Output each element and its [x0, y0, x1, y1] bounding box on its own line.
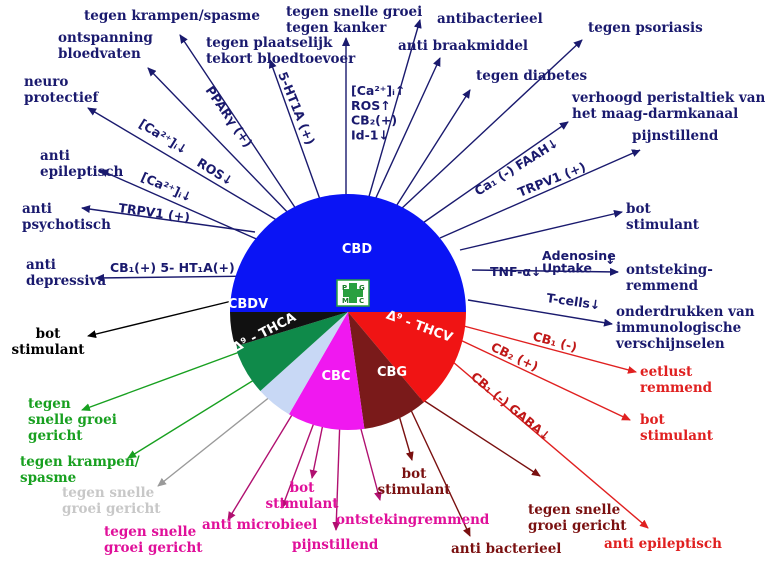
effect-cbc-inflammation: ontstekingremmend — [336, 512, 490, 528]
arrow-cbd-cramps — [179, 34, 301, 216]
mech-trpv1-left: TRPV1 (+) — [118, 200, 191, 225]
arrow-cbd-antibact — [367, 19, 422, 201]
arrow-cbd-diabetes — [394, 89, 471, 209]
arrow-cbg-growth — [419, 397, 541, 477]
mech-adenosine-arrow: ↓ — [605, 252, 615, 267]
arrow-cbg-bone — [397, 411, 414, 461]
mech-ca-ros: [Ca²⁺]ᵢ↑ROS↑CB₂(+)Id-1↓ — [351, 83, 405, 142]
arrow-cbc-growth — [227, 404, 299, 521]
svg-text:M: M — [342, 297, 349, 305]
effect-cbd-nausea: anti braakmiddel — [398, 38, 528, 54]
arrow-cbd-peristalsis — [419, 121, 569, 226]
arrow-cbd-nausea — [373, 57, 441, 203]
slice-cbc — [289, 312, 365, 431]
effect-cbd-antibact: antibacterieel — [437, 11, 543, 27]
effect-cbc-microbial: anti microbieel — [202, 517, 317, 533]
arrow-thca-cramps — [127, 374, 263, 459]
label-cbg: CBG — [377, 365, 407, 380]
arrow-cbc-painkiller — [332, 417, 341, 531]
arrow-cbdv-bone — [87, 299, 237, 338]
arrow-thcv-epilepsy — [445, 355, 649, 529]
arrow-cbd-epilepsy — [99, 169, 271, 246]
label-cbd: CBD — [342, 242, 372, 257]
arrow-cbd-immunology — [467, 299, 613, 327]
effect-cbd-cramps: tegen krampen/spasme — [84, 8, 260, 24]
svg-text:G: G — [359, 284, 365, 292]
pgmc-logo: P G M C — [336, 279, 370, 307]
arrow-thcv-appetite — [459, 324, 637, 374]
arrow-cbd-depressive — [95, 273, 263, 282]
effect-cbd-psoriasis: tegen psoriasis — [588, 20, 703, 36]
arrow-cbd-inflammation — [471, 267, 619, 276]
cannabinoid-pie — [230, 194, 466, 431]
effect-arrows — [81, 19, 649, 537]
mech-cb1-gaba: CB₁ (-) GABA↓ — [468, 369, 554, 444]
arrow-cbd-painkiller — [439, 149, 641, 239]
arrow-cbg-antibact — [409, 407, 471, 537]
slice-thca — [235, 312, 348, 391]
effect-cbd-painkiller: pijnstillend — [632, 128, 719, 144]
effect-cbd-inflammation: ontsteking-remmend — [626, 262, 713, 294]
slice-white — [260, 312, 348, 415]
arrow-cbc-inflammation — [357, 417, 382, 501]
effect-thca-cramps: tegen krampen/spasme — [20, 454, 140, 486]
arrow-thcv-bone — [455, 337, 631, 421]
arrow-cbc-microbial — [281, 411, 319, 509]
slice-cbdv — [230, 312, 348, 347]
slice-thcv — [348, 312, 466, 403]
slice-cbg — [348, 312, 424, 429]
arrow-cbd-neuro — [87, 107, 291, 229]
arrow-cbd-psoriasis — [399, 39, 583, 211]
mech-tnf: TNF-α↓ — [490, 264, 541, 279]
slice-cbd — [230, 194, 466, 312]
arrow-cbd-blood — [268, 59, 323, 206]
effect-thcv-epilepsy: anti epileptisch — [604, 536, 722, 552]
effect-cbc-painkiller: pijnstillend — [292, 537, 379, 553]
label-cbdv: CBDV — [228, 297, 268, 312]
arrow-cbd-bone — [459, 209, 623, 251]
mech-ca-down: [Ca²⁺]ᵢ↓ — [136, 116, 190, 158]
mech-ppar: PPARγ (+) — [203, 83, 256, 150]
arrow-thca-growth — [81, 349, 246, 411]
svg-text:P: P — [342, 284, 347, 292]
label-cbc: CBC — [322, 369, 351, 384]
svg-text:C: C — [359, 297, 364, 305]
effect-cbg-antibact: anti bacterieel — [451, 541, 561, 557]
mech-tcells: T-cells↓ — [546, 290, 602, 312]
effect-cbd-diabetes: tegen diabetes — [476, 68, 588, 84]
arrow-cbd-vessels — [147, 67, 296, 221]
arrow-white-growth — [157, 391, 277, 487]
arrow-cbd-psychotic — [81, 205, 256, 233]
mech-cb1-ht1a: CB₁(+) 5- HT₁A(+) — [110, 260, 235, 275]
